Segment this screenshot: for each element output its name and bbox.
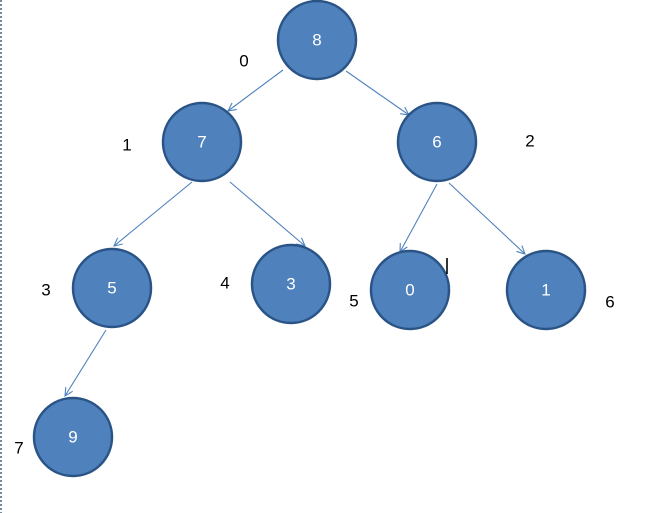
tree-node-7: 9	[32, 396, 114, 478]
node-index-label-3: 3	[41, 281, 50, 300]
tree-node-0: 8	[276, 0, 358, 81]
node-value: 6	[432, 133, 441, 152]
edges-layer	[65, 69, 525, 396]
node-value: 3	[286, 275, 295, 294]
node-value: 8	[312, 31, 321, 50]
edge-arrow-n2-n5	[400, 183, 438, 252]
edge-arrow-n0-n1	[228, 69, 284, 111]
tree-node-5: 0	[369, 249, 451, 331]
tree-node-2: 6	[396, 101, 478, 183]
node-index-label-5: 5	[349, 292, 358, 311]
node-circle	[250, 243, 332, 325]
edge-arrow-n1-n4	[229, 181, 305, 246]
node-circle	[276, 0, 358, 81]
edge-arrow-n2-n6	[448, 182, 525, 254]
node-circle	[505, 249, 587, 331]
edge-arrow-n1-n3	[114, 181, 193, 246]
node-value: 5	[107, 279, 116, 298]
node-index-label-4: 4	[220, 274, 229, 293]
tree-node-4: 3	[250, 243, 332, 325]
left-dotted-border	[0, 0, 2, 513]
edge-arrow-n0-n2	[345, 70, 409, 115]
node-index-label-7: 7	[14, 439, 23, 458]
node-circle	[32, 396, 114, 478]
index-labels-layer: 0 1 2 3 4 5 6 7	[14, 52, 614, 458]
node-index-label-2: 2	[525, 132, 534, 151]
node-value: 9	[68, 428, 77, 447]
tree-node-6: 1	[505, 249, 587, 331]
node-circle	[396, 101, 478, 183]
nodes-layer: 8 7 6 5 3 0 1 9	[32, 0, 587, 478]
node-value: 1	[541, 281, 550, 300]
node-index-label-6: 6	[605, 293, 614, 312]
node-circle	[161, 101, 243, 183]
node-index-label-1: 1	[122, 136, 131, 155]
tree-node-3: 5	[71, 247, 153, 329]
node-circle	[369, 249, 451, 331]
edge-arrow-n3-n7	[65, 329, 107, 396]
node-value: 7	[197, 133, 206, 152]
node-circle	[71, 247, 153, 329]
tree-node-1: 7	[161, 101, 243, 183]
node-index-label-0: 0	[239, 52, 248, 71]
node-value: 0	[405, 281, 414, 300]
